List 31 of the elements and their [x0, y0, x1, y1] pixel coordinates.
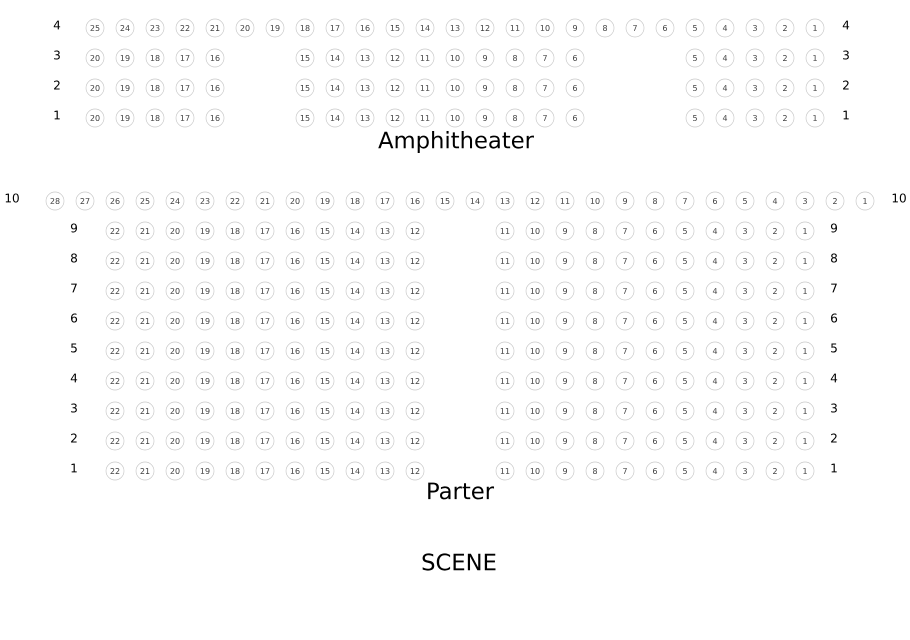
row-number: 6 [71, 313, 78, 323]
row-number: 9 [70, 223, 77, 233]
row-number: 4 [70, 374, 78, 382]
row-number: 8 [831, 253, 837, 263]
row-number: 1 [844, 110, 849, 120]
row-number: 2 [54, 80, 60, 90]
row-number: 5 [831, 344, 837, 352]
row-number: 5 [71, 344, 77, 352]
row-number: 10 [6, 193, 19, 203]
row-number: 4 [842, 20, 850, 30]
row-number: 4 [54, 20, 60, 30]
row-number: 2 [831, 434, 837, 442]
row-number: 1 [72, 464, 77, 472]
row-number: 3 [831, 403, 837, 413]
section-label: SCENE [422, 553, 496, 571]
row-number: 4 [830, 374, 838, 382]
row-number: 2 [71, 434, 77, 442]
row-number: 8 [71, 253, 77, 263]
section-label: Parter [428, 482, 494, 500]
section-label: Amphitheater [378, 131, 534, 153]
row-number: 2 [843, 80, 849, 90]
row-number: 1 [54, 110, 60, 120]
row-number: 6 [831, 313, 838, 323]
row-number: 3 [843, 50, 849, 60]
row-number: 7 [831, 284, 837, 292]
row-number: 3 [71, 403, 77, 413]
row-number: 3 [54, 50, 60, 60]
row-number: 7 [71, 284, 77, 292]
row-number: 1 [832, 464, 837, 472]
row-number: 10 [892, 193, 906, 203]
row-number: 9 [830, 223, 837, 233]
